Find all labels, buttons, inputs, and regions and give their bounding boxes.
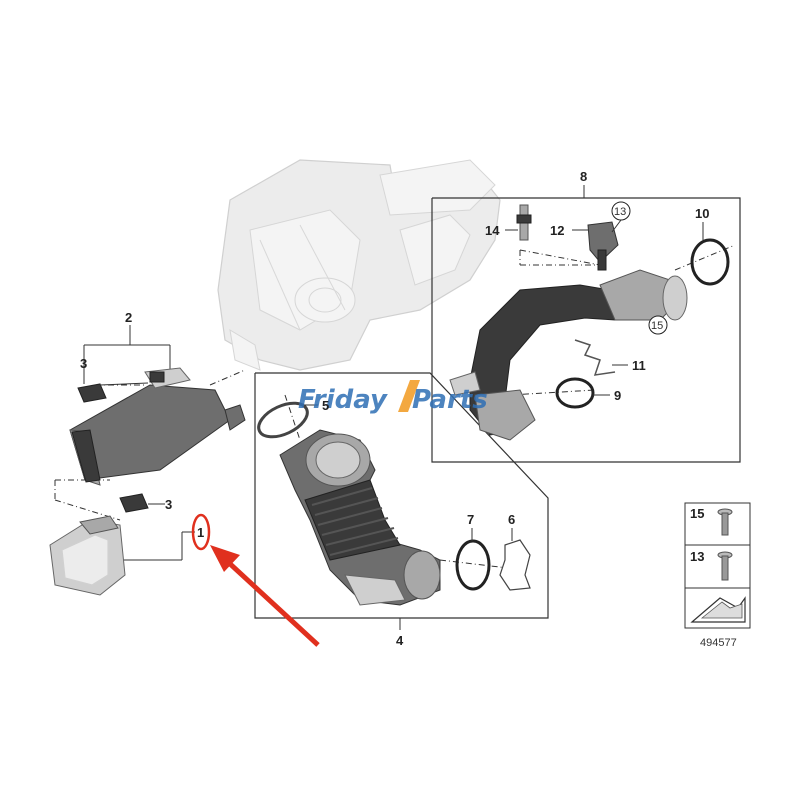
part-3-grommet-upper xyxy=(77,358,149,403)
callout-4: 4 xyxy=(396,633,404,648)
callout-14: 14 xyxy=(485,223,500,238)
callout-3-lower: 3 xyxy=(165,497,172,512)
arrow-badge-icon xyxy=(690,596,746,623)
callout-13-circle xyxy=(611,201,631,233)
fastener-legend: 15 13 xyxy=(684,502,751,629)
airbox-housing-ghost xyxy=(217,159,501,371)
callout-2: 2 xyxy=(125,310,132,325)
part-6-clip xyxy=(499,528,531,591)
callout-7: 7 xyxy=(467,512,474,527)
highlight-oval xyxy=(191,513,211,551)
callout-8: 8 xyxy=(580,169,587,184)
watermark: Friday Parts xyxy=(298,380,488,415)
part-11-bracket xyxy=(574,339,628,376)
bellows-ribs xyxy=(311,487,399,556)
part-9-oring xyxy=(555,377,610,409)
part-14-sensor xyxy=(505,204,532,241)
part-7-oring xyxy=(455,528,491,591)
screw-13-icon xyxy=(717,551,733,581)
screw-15-icon xyxy=(717,508,733,536)
group-box-8 xyxy=(431,185,741,463)
part-8-hose xyxy=(449,269,688,441)
callout-13: 13 xyxy=(614,206,626,218)
part-5-clamp xyxy=(257,401,318,439)
bracket-2 xyxy=(83,325,171,370)
part-number: 494577 xyxy=(700,637,737,649)
part-12-sensor xyxy=(572,221,619,271)
callout-5: 5 xyxy=(322,398,329,413)
part-10-oring xyxy=(690,222,730,286)
callout-11: 11 xyxy=(632,358,646,373)
legend-label-15: 15 xyxy=(690,506,704,521)
watermark-slash xyxy=(398,380,420,412)
legend-label-13: 13 xyxy=(690,549,704,564)
group-box-4 xyxy=(254,372,549,630)
callout-15-circle xyxy=(648,315,668,335)
callout-1: 1 xyxy=(197,525,204,540)
highlight-annotation xyxy=(191,513,320,647)
highlight-arrow-shaft xyxy=(226,560,320,647)
highlight-arrowhead xyxy=(210,545,240,572)
watermark-text-1: Friday xyxy=(298,385,388,415)
bracket-1 xyxy=(119,531,195,561)
part-3-grommet-lower xyxy=(119,493,165,513)
callout-15: 15 xyxy=(651,320,663,332)
part-4-hose xyxy=(279,429,441,606)
callout-3-upper: 3 xyxy=(80,356,87,371)
callout-10: 10 xyxy=(695,206,709,221)
callout-9: 9 xyxy=(614,388,621,403)
watermark-text-2: Parts xyxy=(412,385,488,415)
part-2-duct xyxy=(69,367,246,486)
callout-6: 6 xyxy=(508,512,515,527)
callout-12: 12 xyxy=(550,223,564,238)
part-1-intake xyxy=(49,515,126,596)
